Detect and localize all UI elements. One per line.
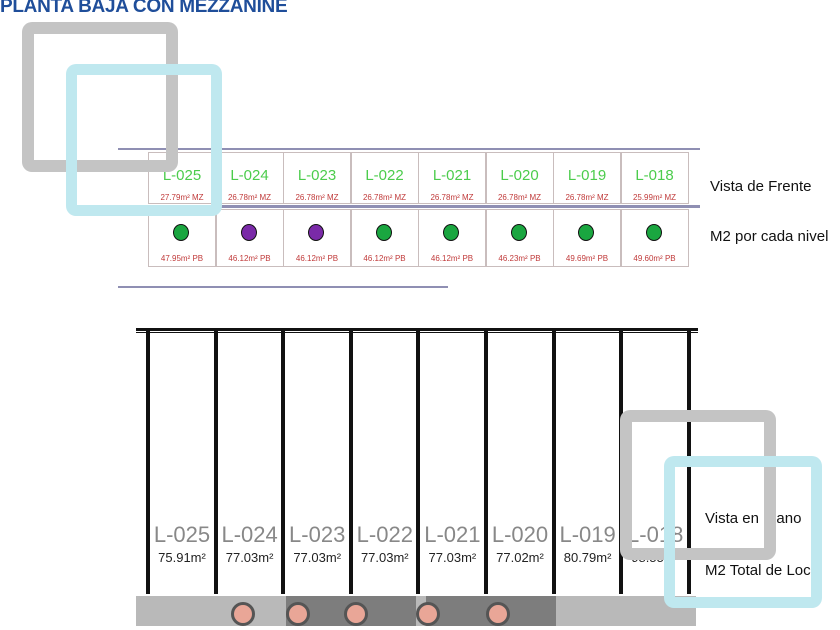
ground-lot: 46.12m² PB — [350, 209, 419, 267]
corridor-strip — [136, 596, 696, 626]
front-m2-label: M2 por cada nivel — [710, 228, 829, 245]
decorative-frame — [620, 410, 776, 560]
seat-icon — [344, 602, 368, 626]
plan-lot-area: 77.02m² — [496, 550, 544, 565]
ground-lot: 46.12m² PB — [418, 209, 486, 267]
mezzanine-area: 26.78m² MZ — [565, 193, 609, 202]
status-dot-icon — [443, 224, 459, 241]
lot-code: L-019 — [567, 167, 607, 184]
status-dot-icon — [308, 224, 324, 241]
status-dot-icon — [173, 224, 189, 241]
mezzanine-lot: L-023 26.78m² MZ — [283, 152, 351, 204]
mezzanine-area: 26.78m² MZ — [227, 193, 272, 202]
lot-code: L-023 — [297, 167, 337, 184]
lot-code: L-021 — [432, 167, 472, 184]
page-title: PLANTA BAJA CON MEZZANINE — [0, 0, 288, 17]
plan-wall — [213, 328, 218, 594]
ground-lot: 49.60m² PB — [620, 209, 689, 267]
ground-lot: 49.69m² PB — [553, 209, 621, 267]
ground-lot: 46.23m² PB — [485, 209, 554, 267]
plan-lot-code: L-019 — [559, 522, 616, 547]
plan-lot-area: 77.03m² — [428, 550, 477, 565]
plan-wall — [551, 328, 556, 594]
decorative-frame — [66, 64, 222, 216]
plan-wall — [348, 328, 353, 594]
plan-lot-code: L-022 — [356, 522, 413, 547]
plan-wall — [281, 328, 286, 594]
plan-lot-area: 80.79m² — [563, 550, 612, 565]
ground-line — [118, 286, 448, 288]
mezzanine-area: 26.78m² MZ — [430, 193, 474, 202]
top-line — [118, 148, 700, 150]
plan-lot-area: 77.03m² — [360, 550, 409, 565]
plan-lot-area: 75.91m² — [158, 550, 206, 565]
lot-code: L-022 — [365, 167, 404, 184]
ground-area: 46.12m² PB — [363, 254, 406, 263]
seat-icon — [286, 602, 310, 626]
ground-lot: 47.95m² PB — [148, 209, 216, 267]
status-dot-icon — [375, 224, 392, 241]
mezzanine-line — [118, 205, 700, 208]
mezzanine-area: 26.78m² MZ — [497, 193, 542, 202]
mezzanine-area: 25.99m² MZ — [632, 193, 677, 202]
plan-lot-area: 77.03m² — [293, 550, 342, 565]
mezzanine-lot: L-019 26.78m² MZ — [553, 152, 621, 204]
ground-area: 46.12m² PB — [295, 254, 339, 263]
mezzanine-lot: L-024 26.78m² MZ — [215, 152, 284, 204]
status-dot-icon — [578, 224, 594, 241]
mezzanine-lot: L-021 26.78m² MZ — [418, 152, 486, 204]
plan-m2-label: M2 Total de Local — [705, 562, 823, 579]
decorative-frame — [664, 456, 822, 608]
ground-area: 49.69m² PB — [565, 254, 609, 263]
mezzanine-lot: L-018 25.99m² MZ — [620, 152, 689, 204]
lot-code: L-020 — [500, 167, 539, 184]
mezzanine-lot: L-025 27.79m² MZ — [148, 152, 216, 204]
plan-wall — [146, 328, 150, 594]
status-dot-icon — [645, 224, 662, 241]
status-dot-icon — [240, 224, 257, 241]
mezzanine-area: 26.78m² MZ — [362, 193, 407, 202]
plan-view-label: Vista en Plano — [705, 510, 802, 527]
plan-wall — [484, 328, 488, 594]
plan-lot-code: L-024 — [221, 522, 278, 547]
floor-plan-diagram: L-025 75.91m² L-024 77.03m² L-023 77.03m² L-02… — [136, 328, 698, 598]
ground-area: 46.12m² PB — [430, 254, 474, 263]
ground-lot: 46.12m² PB — [215, 209, 284, 267]
mezzanine-area: 26.78m² MZ — [295, 193, 339, 202]
seat-icon — [486, 602, 510, 626]
ground-lot: 46.12m² PB — [283, 209, 351, 267]
seat-icon — [416, 602, 440, 626]
decorative-frame — [22, 22, 178, 172]
seat-icon — [231, 602, 255, 626]
front-view-diagram: L-025 27.79m² MZ 47.95m² PB L-024 26.78m² MZ… — [118, 148, 700, 288]
mezzanine-area: 27.79m² MZ — [160, 193, 204, 202]
lot-code: L-024 — [230, 167, 269, 184]
lot-code: L-018 — [635, 167, 674, 184]
plan-lot-code: L-020 — [491, 522, 549, 547]
status-dot-icon — [510, 224, 527, 241]
mezzanine-lot: L-020 26.78m² MZ — [485, 152, 554, 204]
ground-area: 49.60m² PB — [633, 254, 676, 263]
lot-code: L-025 — [162, 167, 202, 184]
ground-area: 47.95m² PB — [160, 254, 204, 263]
ground-area: 46.23m² PB — [498, 254, 541, 263]
plan-wall — [416, 328, 421, 594]
mezzanine-lot: L-022 26.78m² MZ — [350, 152, 419, 204]
plan-lot-code: L-023 — [289, 522, 346, 547]
ground-area: 46.12m² PB — [228, 254, 271, 263]
plan-lot-code: L-025 — [153, 522, 211, 547]
plan-lot-code: L-021 — [424, 522, 481, 547]
plan-lot-area: 77.03m² — [225, 550, 274, 565]
front-view-label: Vista de Frente — [710, 178, 812, 195]
